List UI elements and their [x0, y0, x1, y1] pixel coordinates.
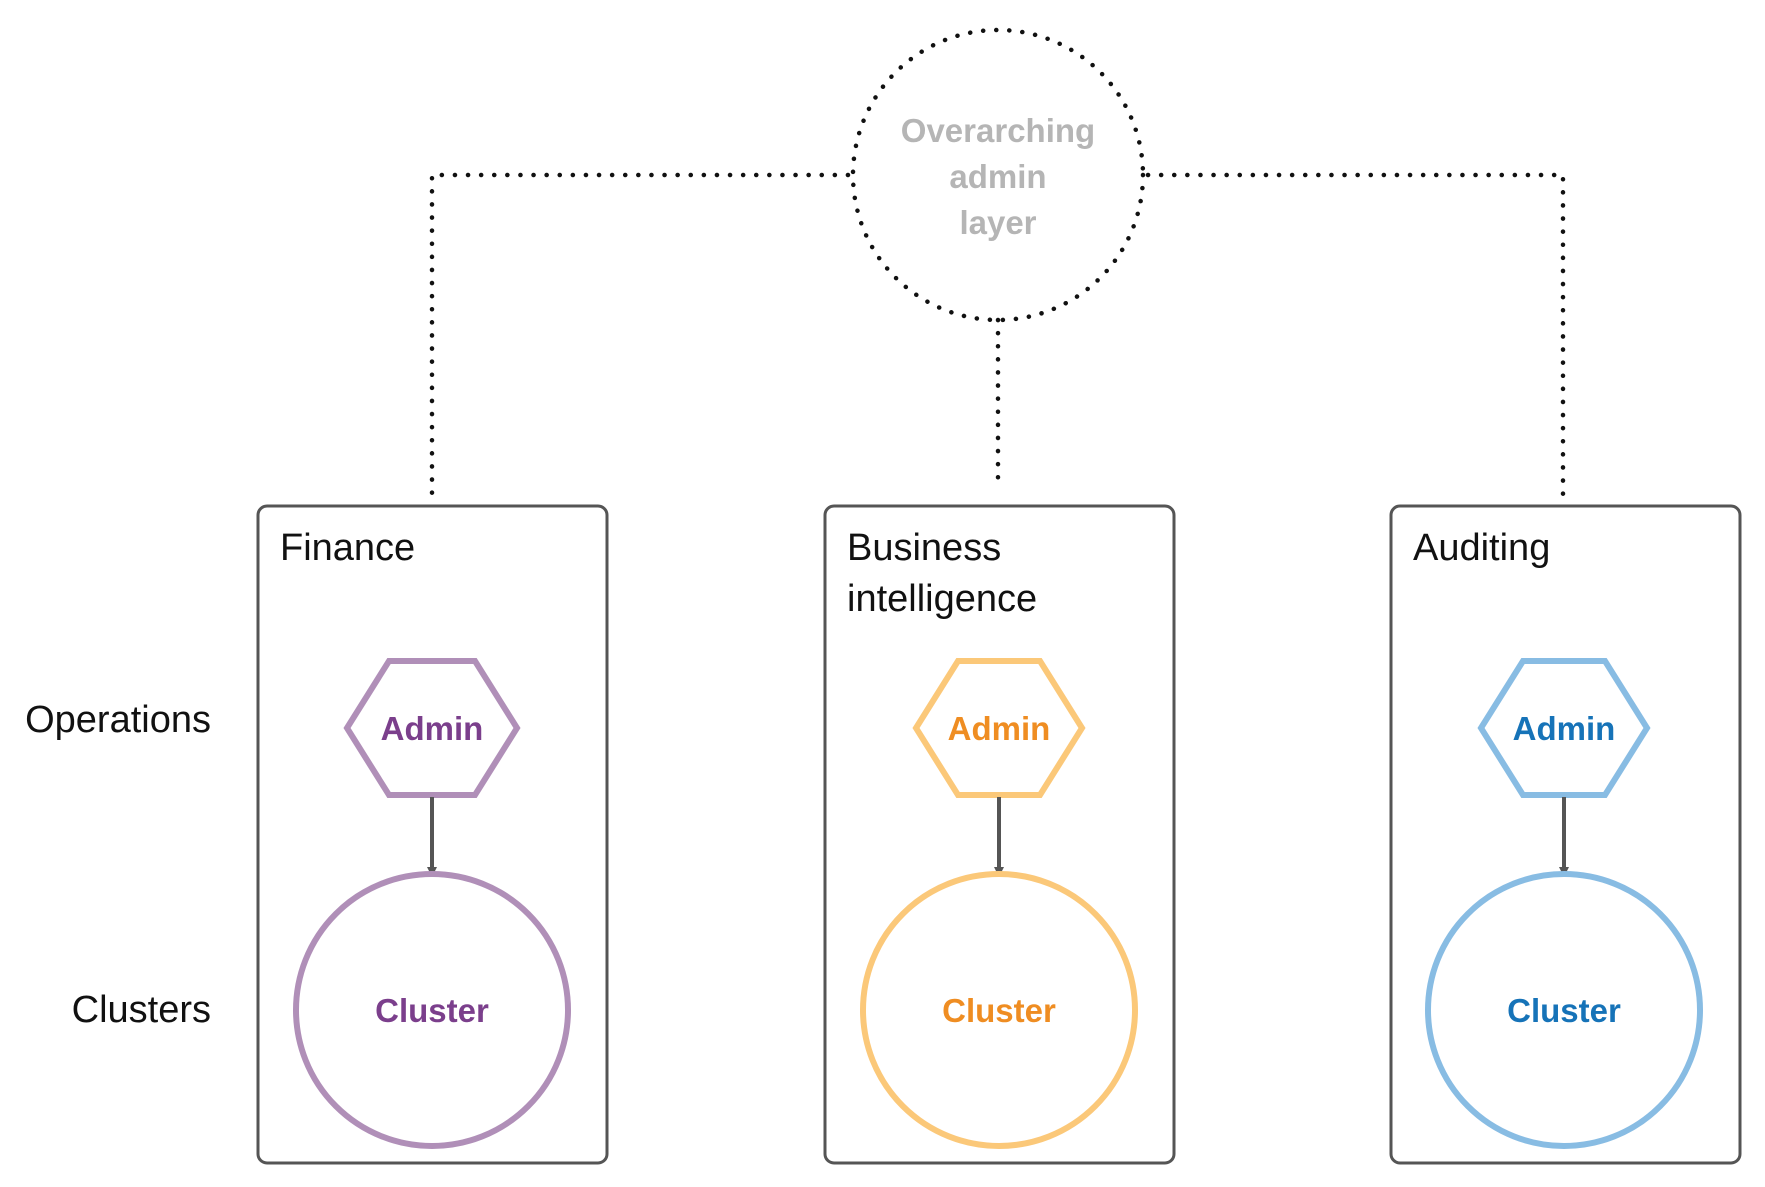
root-label-line-3: layer [959, 204, 1036, 241]
cluster-label: Cluster [375, 992, 489, 1029]
cluster-circle [1425, 871, 1703, 1149]
group-box [1389, 504, 1742, 1165]
root-label-line-2: admin [949, 158, 1046, 195]
cluster-label: Cluster [942, 992, 1056, 1029]
group-title-line-1: Finance [280, 527, 415, 569]
admin-label: Admin [381, 710, 484, 747]
dotted-connectors [429, 27, 1566, 508]
admin-label: Admin [948, 710, 1051, 747]
connector-right [1145, 172, 1566, 508]
admin-hexagon [1477, 658, 1651, 798]
group-auditing: Auditing Admin Cluster [1389, 504, 1742, 1165]
cluster-circle [860, 871, 1138, 1149]
root-label-line-1: Overarching [901, 112, 1095, 149]
admin-hexagon [912, 658, 1086, 798]
root-node: Overarching admin layer [901, 112, 1095, 241]
row-label-clusters: Clusters [72, 989, 211, 1031]
group-box [256, 504, 609, 1165]
admin-label: Admin [1513, 710, 1616, 747]
group-finance: Finance Admin Cluster [256, 504, 609, 1165]
cluster-label: Cluster [1507, 992, 1621, 1029]
group-title-line-1: Business [847, 527, 1001, 569]
row-label-operations: Operations [25, 699, 211, 741]
cluster-circle [293, 871, 571, 1149]
root-node-circle [850, 27, 1146, 323]
group-title-line-1: Auditing [1413, 527, 1550, 569]
group-title-line-2: intelligence [847, 578, 1037, 620]
admin-hexagon [343, 658, 521, 798]
connector-left [429, 172, 851, 508]
group-business-intelligence: Business intelligence Admin Cluster [823, 504, 1176, 1165]
group-box [823, 504, 1176, 1165]
